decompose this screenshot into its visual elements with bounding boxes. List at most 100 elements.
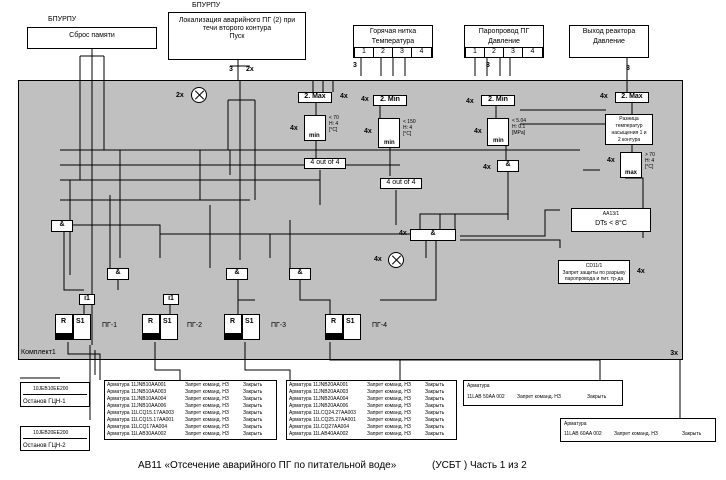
table3-title: Арматура <box>467 383 490 389</box>
lamp-icon-2 <box>388 252 404 268</box>
bpurpu-left-label: БПУРПУ <box>48 16 77 23</box>
threshold-block-1: min <box>304 115 326 141</box>
mult-4x-g: 4x <box>474 128 482 135</box>
four-of-four-a: 4 out of 4 <box>304 158 346 169</box>
rs-s-sg3: S1 <box>242 314 260 340</box>
localization-box[interactable]: Локализация аварийного ПГ (2) при течи в… <box>168 12 306 60</box>
localization-line1: Локализация аварийного ПГ (2) при <box>178 17 296 24</box>
rs-r-label-2: R <box>148 318 154 325</box>
and-gate-steam: & <box>497 160 519 172</box>
saturation-diff-block: Разница температур насыщения 1 и 2 конту… <box>605 114 653 145</box>
localization-line3: Пуск <box>229 33 245 40</box>
steam-line-box: Паропровод ПГ Давление 1 2 3 4 <box>464 25 544 58</box>
steam-cell-4: 4 <box>522 47 543 58</box>
threshold-4-line1: > 70 <box>645 152 655 158</box>
threshold-3-line3: [MPa] <box>512 130 526 136</box>
threshold-3-line2: H: 0.1 <box>512 124 526 130</box>
sg3-label: ПГ-3 <box>271 322 287 329</box>
aa13-title: AA13/1 <box>602 211 620 217</box>
four-of-four-b: 4 out of 4 <box>380 178 422 189</box>
mult-4x-b: 4x <box>361 96 369 103</box>
threshold-block-3: min <box>487 118 509 146</box>
and-gate-left: & <box>51 220 73 232</box>
sg1-label: ПГ-1 <box>102 322 118 329</box>
mult-3-b: 3 <box>353 62 357 69</box>
reset-memory-box[interactable]: Сброс памяти <box>27 27 157 49</box>
threshold-block-2: min <box>378 118 400 148</box>
rs-s-sg4: S1 <box>343 314 361 340</box>
cd11-mult: 4x <box>637 268 645 275</box>
i1-block-a: i1 <box>79 294 95 305</box>
rs-s-sg1: S1 <box>73 314 91 340</box>
reactor-box: Выход реактора Давление <box>569 25 649 58</box>
mult-2x-b: 2x <box>246 66 254 73</box>
mult-3-c: 3 <box>486 62 490 69</box>
threshold-block-4: max <box>620 152 642 178</box>
threshold-1-min: min <box>309 133 320 139</box>
rs-r-sg2: R <box>142 314 160 340</box>
hot-cell-4: 4 <box>411 47 432 58</box>
pump-1-code: 10JEB10EE200 <box>33 386 69 392</box>
mult-4x-a: 4x <box>340 93 348 100</box>
cd11-line2: паропровода и пит. тр-да <box>564 276 624 282</box>
caption-main: АВ11 «Отсечение аварийного ПГ по питател… <box>138 460 397 471</box>
reset-memory-label: Сброс памяти <box>69 32 115 39</box>
pump-box-1: 10JEB10EE200 Останов ГЦН-1 <box>20 382 90 407</box>
threshold-1-line1: < 70 <box>329 115 339 121</box>
and-gate-main: & <box>410 229 456 241</box>
rs-s-label-1: S1 <box>76 318 85 325</box>
mult-4x-j: 4x <box>399 230 407 237</box>
rs-s-label-4: S1 <box>346 318 355 325</box>
rs-r-sg3: R <box>224 314 242 340</box>
rs-r-sg1: R <box>55 314 73 340</box>
mult-3-d: 3 <box>626 65 630 72</box>
threshold-3-min: min <box>493 138 504 144</box>
pump-1-label: Останов ГЦН-1 <box>23 394 87 406</box>
aa13-value: DTs < 8°C <box>595 220 627 227</box>
reactor-title: Выход реактора <box>582 28 636 35</box>
rs-s-label-3: S1 <box>245 318 254 325</box>
rs-s-sg2: S1 <box>160 314 178 340</box>
panel-name: Комплект1 <box>21 349 56 356</box>
mult-4x-c: 4x <box>466 98 474 105</box>
rs-r-label-3: R <box>230 318 236 325</box>
threshold-1-line2: H: 4 <box>329 121 339 127</box>
reactor-sub: Давление <box>593 38 625 45</box>
caption-right: (УСБТ ) Часть 1 из 2 <box>432 460 527 471</box>
steam-title: Паропровод ПГ <box>478 28 530 35</box>
mult-4x-i: 4x <box>483 164 491 171</box>
sg4-label: ПГ-4 <box>372 322 388 329</box>
mult-4x-f: 4x <box>364 128 372 135</box>
pump-box-2: 10JEB20EE200 Останов ГЦН-2 <box>20 426 90 451</box>
threshold-3-line1: < 5.04 <box>512 118 527 124</box>
hot-thread-sub: Температура <box>371 38 415 45</box>
cd11-title: CD11/1 <box>585 263 603 269</box>
sg2-label: ПГ-2 <box>187 322 203 329</box>
steam-sub: Давление <box>488 38 520 45</box>
min2-block-a: 2. Min <box>373 95 407 106</box>
diff-line3: насыщения 1 и <box>611 130 647 136</box>
hot-thread-box: Горячая нитка Температура 1 2 3 4 <box>353 25 433 58</box>
diff-line4: 2 контура <box>617 137 641 143</box>
rs-r-sg4: R <box>325 314 343 340</box>
i1-block-b: i1 <box>163 294 179 305</box>
localization-line2: течи второго контура <box>202 25 272 32</box>
and-gate-sg3: & <box>226 268 248 280</box>
